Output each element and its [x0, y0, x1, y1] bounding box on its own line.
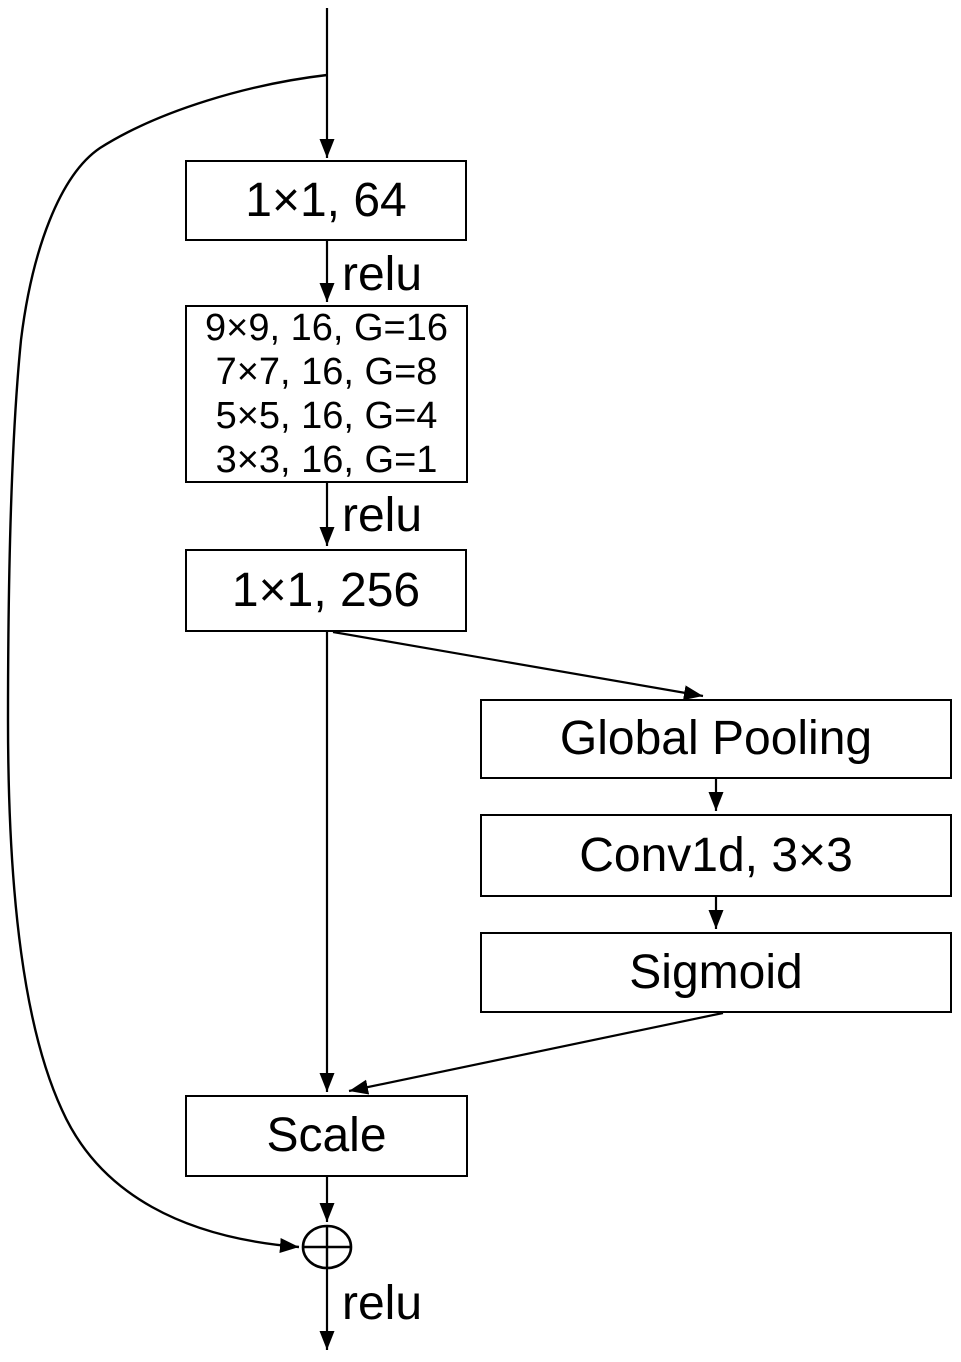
node-conv-1x1-256-label: 1×1, 256: [231, 563, 421, 617]
edge-sigmoid-scale: [348, 1011, 724, 1095]
node-sigmoid-label: Sigmoid: [629, 945, 803, 999]
msconv-line: 5×5, 16, G=4: [215, 395, 438, 437]
node-conv-1x1-64-label: 1×1, 64: [245, 173, 407, 227]
msconv-line: 9×9, 16, G=16: [205, 307, 448, 349]
node-scale: Scale: [185, 1095, 468, 1177]
node-conv-1x1-256: 1×1, 256: [185, 549, 467, 632]
edge-conv2-global-pooling: [332, 630, 704, 701]
node-global-pooling-label: Global Pooling: [559, 712, 873, 765]
node-multiscale-conv: 9×9, 16, G=16 7×7, 16, G=8 5×5, 16, G=4 …: [185, 305, 468, 483]
relu-label-after-conv1: relu: [342, 248, 423, 301]
skip-connection-curve: [6, 73, 328, 1253]
node-scale-label: Scale: [266, 1109, 387, 1162]
node-global-pooling: Global Pooling: [480, 699, 952, 779]
msconv-line: 7×7, 16, G=8: [215, 351, 438, 393]
msconv-line: 3×3, 16, G=1: [215, 439, 438, 481]
node-sigmoid: Sigmoid: [480, 932, 952, 1013]
node-conv1d-label: Conv1d, 3×3: [579, 828, 853, 882]
node-conv1d: Conv1d, 3×3: [480, 814, 952, 897]
node-conv-1x1-64: 1×1, 64: [185, 160, 467, 241]
relu-label-after-msconv: relu: [342, 489, 423, 542]
add-circle-icon: [301, 1224, 353, 1270]
relu-label-after-add: relu: [342, 1277, 423, 1330]
